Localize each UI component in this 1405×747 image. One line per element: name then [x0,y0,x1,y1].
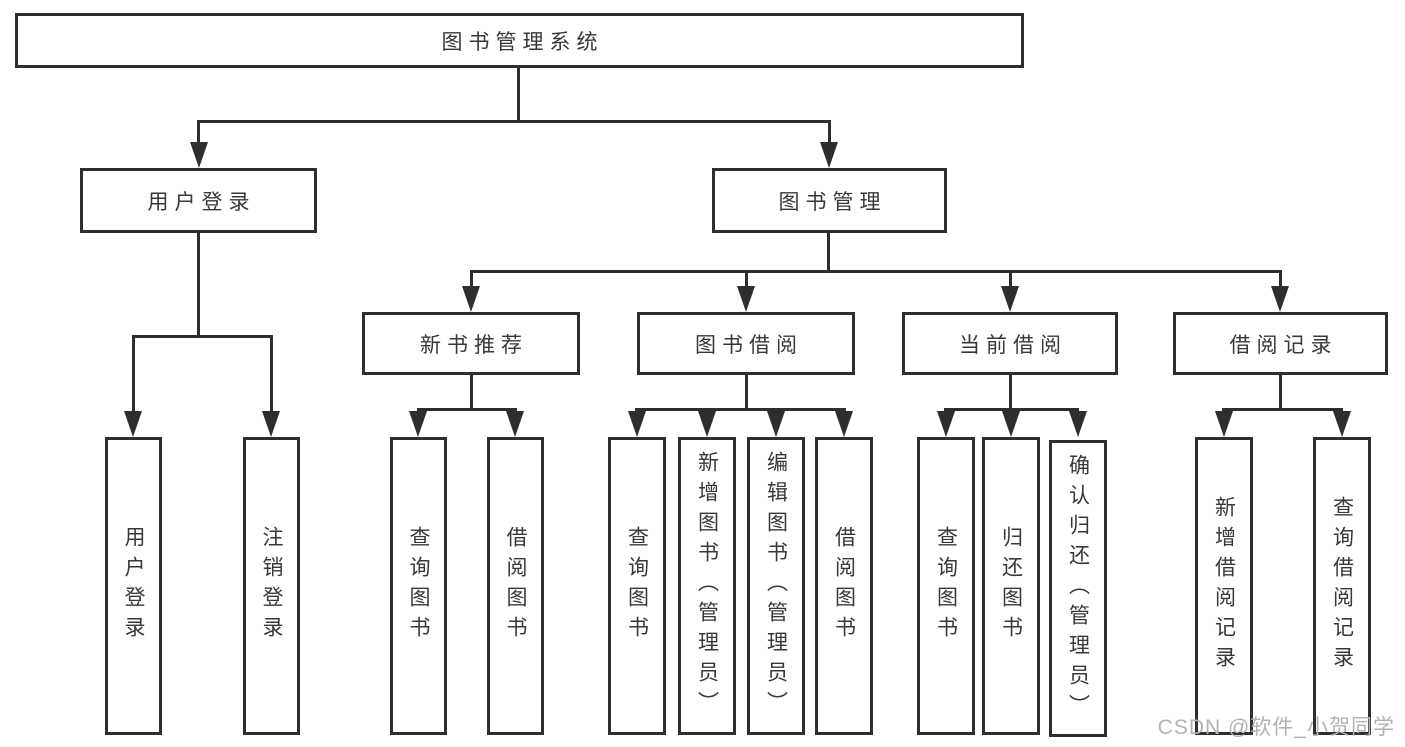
leaf-logout: 注销登录 [243,437,300,735]
arrowhead-book-borrow [737,286,755,312]
arrowhead-leaf-confirm-return [1069,411,1087,437]
arrowhead-leaf-borrow-book-rec [506,411,524,437]
arrowhead-leaf-logout [262,411,280,437]
arrowhead-leaf-user-login [124,411,142,437]
arrowhead-borrow-records [1271,286,1289,312]
arrowhead-current-borrow [1001,286,1019,312]
leaf-query-borrow-record: 查询借阅记录 [1313,437,1371,735]
connector-leaf-logout-drop [270,335,273,413]
node-new-book-rec: 新书推荐 [362,312,580,375]
arrowhead-leaf-borrow-book-borrow [835,411,853,437]
node-book-mgmt: 图书管理 [712,168,947,233]
connector-borrow-records-stem [1279,375,1282,411]
connector-user-login-stem [197,233,200,338]
leaf-borrow-book-newrec: 借阅图书 [487,437,544,735]
connector-new-book-rec-branch [417,408,517,411]
connector-root-branch [198,120,830,123]
arrowhead-leaf-query-borrow-record [1333,411,1351,437]
connector-book-mgmt-branch [470,270,1282,273]
leaf-return-book: 归还图书 [982,437,1040,735]
connector-leaf-user-login-drop [132,335,135,413]
connector-current-borrow-stem [1009,375,1012,411]
arrowhead-leaf-edit-book-admin [767,411,785,437]
connector-new-book-rec-drop [470,270,473,288]
connector-root-stem [517,68,520,120]
leaf-query-book-newrec: 查询图书 [390,437,447,735]
connector-borrow-records-drop [1279,270,1282,288]
connector-borrow-records-branch [1223,408,1343,411]
connector-book-mgmt-drop [828,120,831,144]
arrowhead-leaf-query-book-borrow [628,411,646,437]
leaf-query-book-borrow: 查询图书 [608,437,666,735]
connector-current-borrow-drop [1009,270,1012,288]
connector-current-borrow-branch [945,408,1079,411]
leaf-borrow-book-borrow: 借阅图书 [815,437,873,735]
node-current-borrow: 当前借阅 [902,312,1118,375]
leaf-query-book-current: 查询图书 [917,437,975,735]
connector-book-borrow-branch [636,408,846,411]
node-book-borrow: 图书借阅 [637,312,855,375]
connector-book-mgmt-stem [827,233,830,273]
arrowhead-leaf-return-book [1002,411,1020,437]
leaf-edit-book-admin: 编辑图书（管理员） [747,437,805,735]
node-user-login: 用户登录 [80,168,317,233]
node-borrow-records: 借阅记录 [1173,312,1388,375]
leaf-confirm-return-admin: 确认归还（管理员） [1049,440,1107,737]
arrowhead-leaf-add-book-admin [698,411,716,437]
leaf-add-book-admin: 新增图书（管理员） [678,437,736,735]
arrowhead-book-mgmt [820,142,838,168]
arrowhead-leaf-add-borrow-record [1215,411,1233,437]
leaf-user-login: 用户登录 [105,437,162,735]
connector-book-borrow-stem [745,375,748,411]
connector-book-borrow-drop [745,270,748,288]
arrowhead-new-book-rec [462,286,480,312]
leaf-add-borrow-record: 新增借阅记录 [1195,437,1253,735]
arrowhead-leaf-query-book-rec [409,411,427,437]
csdn-watermark: CSDN @软件_小贺同学 [1157,716,1395,739]
node-root: 图书管理系统 [15,13,1024,68]
arrowhead-user-login [190,142,208,168]
connector-user-login-branch [133,335,273,338]
arrowhead-leaf-query-book-current [937,411,955,437]
connector-new-book-rec-stem [470,375,473,411]
connector-user-login-drop [197,120,200,144]
